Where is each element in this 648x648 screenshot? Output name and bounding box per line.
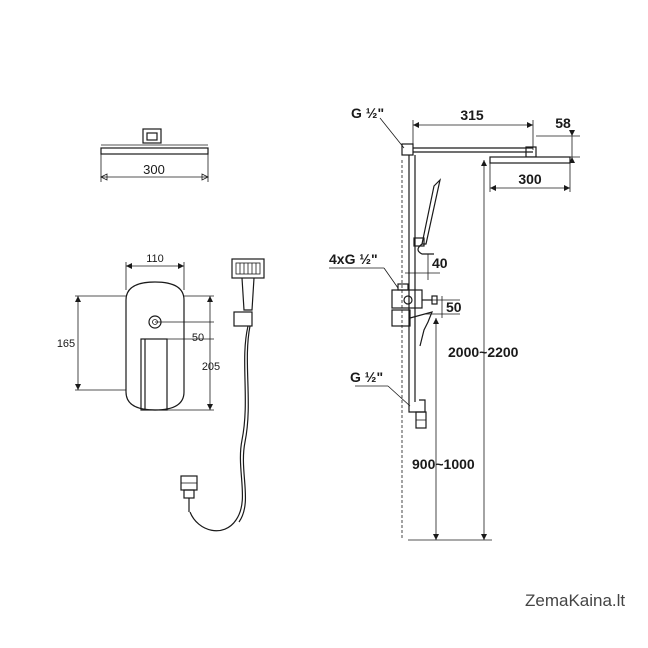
- label-diverter-inlets: 4xG ½": [329, 251, 378, 267]
- label-inlet-top: G ½": [351, 105, 384, 121]
- shower-column-side-view: [391, 143, 571, 540]
- hose-connector: [180, 475, 198, 512]
- dim-diverter-offset: 40: [432, 255, 448, 271]
- right-dimensions: [329, 117, 580, 541]
- dim-arm-length: 315: [460, 107, 484, 123]
- dim-mixer-width: 110: [146, 253, 164, 265]
- dim-valve-height: 900~1000: [412, 456, 475, 472]
- dim-head-depth: 58: [555, 115, 571, 131]
- mixer-front-view: [75, 262, 214, 411]
- watermark: ZemaKaina.lt: [525, 591, 625, 610]
- label-inlet-bottom: G ½": [350, 369, 383, 385]
- dim-total-height: 2000~2200: [448, 344, 519, 360]
- hand-shower: [189, 258, 265, 532]
- dim-head-width-right: 300: [518, 171, 542, 187]
- dim-mixer-height: 165: [57, 338, 75, 350]
- dim-mixer-total: 205: [202, 361, 220, 373]
- dim-valve-offset: 50: [446, 299, 462, 315]
- dim-mixer-offset: 50: [192, 332, 204, 344]
- dim-head-width-left: 300: [143, 162, 165, 177]
- shower-head-top-view: [100, 128, 209, 182]
